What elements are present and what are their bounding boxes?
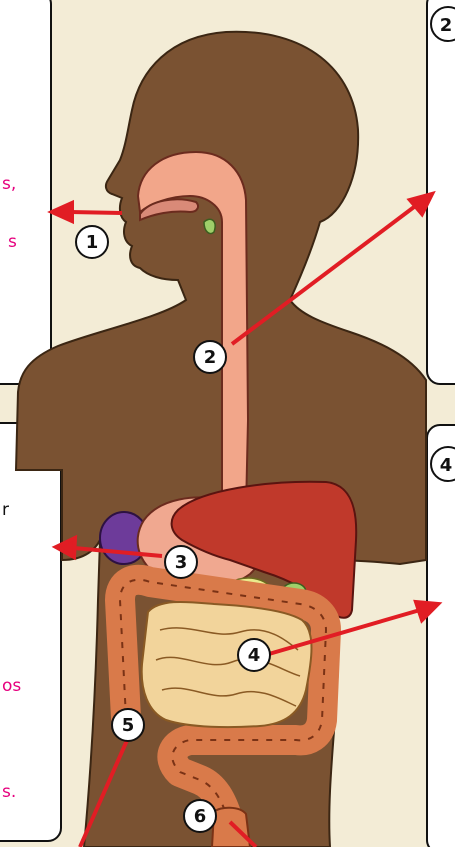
callout-3-label: 3 (175, 552, 188, 573)
callout-3: 3 (165, 546, 197, 578)
rectum (212, 808, 250, 847)
callout-6-label: 6 (194, 806, 207, 827)
callout-5: 5 (112, 709, 144, 741)
callout-top-right-partial: 2 (431, 7, 455, 41)
arrow-4-head (416, 602, 438, 620)
arrow-3-head (56, 538, 75, 557)
callout-mid-right-partial: 4 (431, 447, 455, 481)
callout-2-label: 2 (204, 347, 217, 368)
callout-4-label: 4 (248, 645, 261, 666)
callout-6: 6 (184, 800, 216, 832)
arrow-1-head (52, 203, 72, 221)
callout-2: 2 (194, 341, 226, 373)
callout-mid-right-label: 4 (440, 455, 453, 476)
callout-4: 4 (238, 639, 270, 671)
small-intestine (142, 602, 312, 727)
arrow-1 (70, 212, 122, 213)
arrow-2-head (410, 194, 432, 214)
callout-5-label: 5 (122, 715, 135, 736)
callout-top-right-label: 2 (440, 15, 453, 36)
callout-1: 1 (76, 226, 108, 258)
callout-1-label: 1 (86, 232, 99, 253)
